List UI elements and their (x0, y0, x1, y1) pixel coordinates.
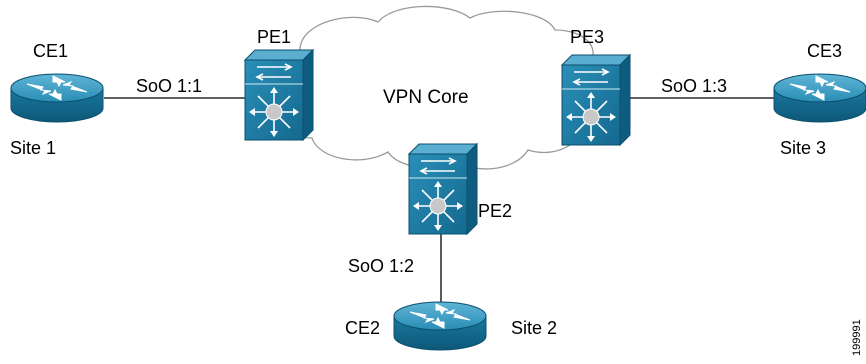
vpn-core-label: VPN Core (383, 87, 469, 108)
site-2-label: Site 2 (511, 318, 557, 338)
switch-pe2-label: PE2 (478, 201, 512, 221)
switch-pe3-icon (561, 54, 631, 146)
router-ce2-label: CE2 (345, 318, 380, 338)
site-1-label: Site 1 (10, 138, 56, 158)
switch-pe1-icon (244, 49, 314, 141)
switch-pe3-label: PE3 (570, 27, 604, 47)
link-soo-1-3-label: SoO 1:3 (661, 76, 727, 96)
link-soo-1-2-label: SoO 1:2 (348, 256, 414, 276)
switch-pe1-label: PE1 (257, 27, 291, 47)
router-ce1-label: CE1 (33, 41, 68, 61)
site-3-label: Site 3 (780, 138, 826, 158)
link-soo-1-1-label: SoO 1:1 (136, 76, 202, 96)
router-ce3-label: CE3 (807, 41, 842, 61)
router-ce2-icon (393, 301, 487, 351)
router-ce3-icon (773, 73, 866, 123)
router-ce1-icon (10, 73, 104, 123)
switch-pe2-icon (408, 143, 478, 235)
figure-id: 199991 (851, 319, 863, 356)
